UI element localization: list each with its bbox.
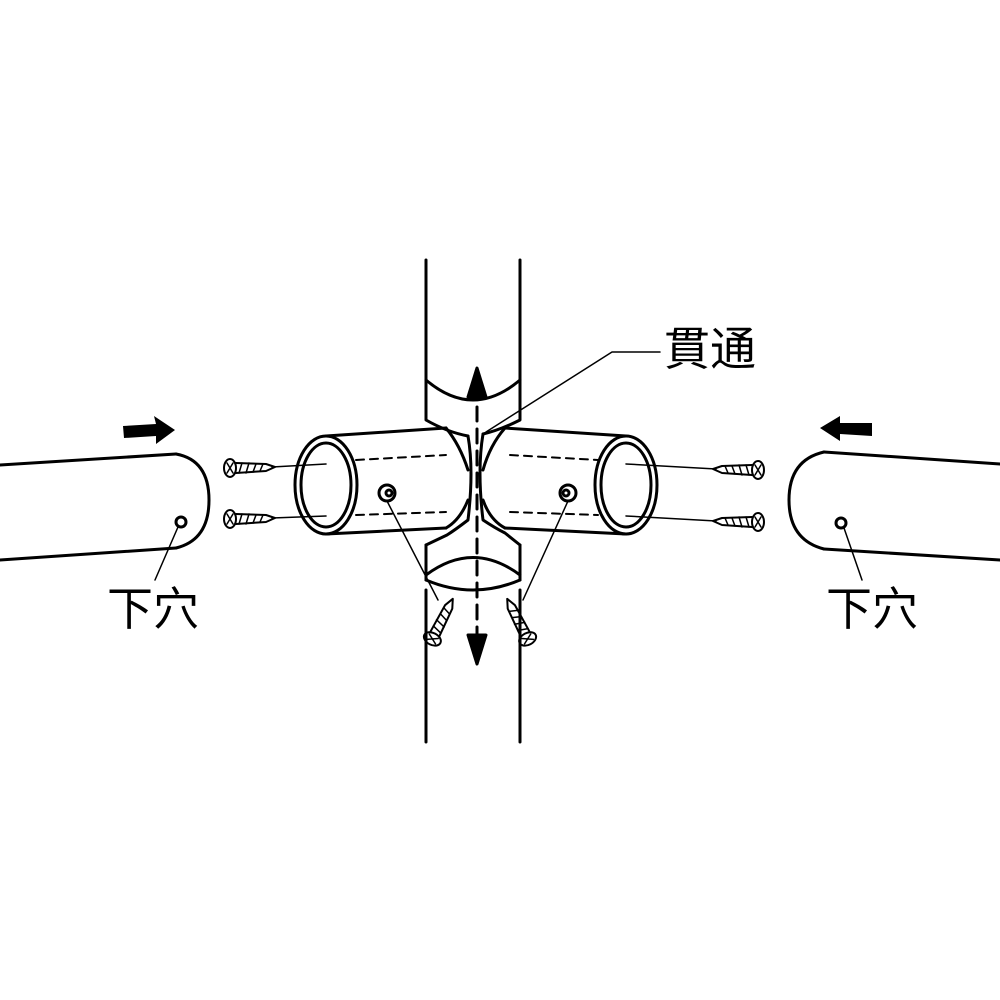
through-label: 貫通 <box>664 322 756 376</box>
pilot-hole-label-left: 下穴 <box>107 582 199 636</box>
screw-left-upper <box>223 458 276 478</box>
connector-right-arm <box>481 426 659 536</box>
screw-diagonal-left <box>422 597 454 647</box>
screw-diagonal-right <box>506 597 538 647</box>
insert-arrow-left <box>123 416 175 444</box>
guide-lines <box>271 351 717 601</box>
screw-left-lower <box>223 509 276 529</box>
insert-arrow-right <box>820 416 872 441</box>
right-pipe <box>787 450 1000 581</box>
connector-left-arm <box>293 426 470 536</box>
cross-connector <box>293 378 659 592</box>
left-pipe <box>0 452 211 581</box>
pilot-hole-label-right: 下穴 <box>826 582 918 636</box>
through-arrow <box>466 366 488 666</box>
vertical-pipe <box>424 258 522 744</box>
screw-right-upper <box>712 460 765 480</box>
pilot-hole-left <box>174 515 188 529</box>
screw-right-lower <box>712 512 765 532</box>
pilot-hole-right <box>834 516 848 530</box>
